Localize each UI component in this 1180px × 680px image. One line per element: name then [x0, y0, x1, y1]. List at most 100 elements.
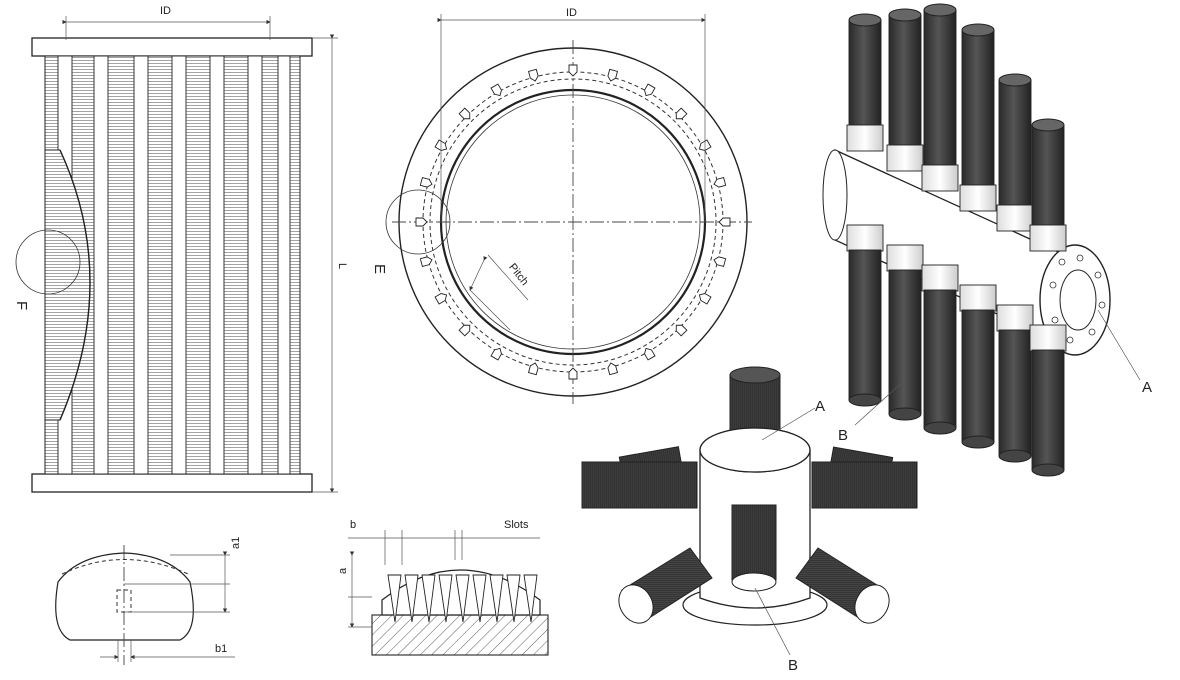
upper-lateral-tube: [848, 19, 882, 136]
upper-lateral-tube: [888, 14, 922, 156]
support-rod-marker: [607, 68, 619, 82]
support-rod-marker: [490, 347, 502, 361]
slots-label: Slots: [504, 519, 529, 531]
section-id-label: ID: [566, 7, 577, 19]
upper-lateral-collar: [921, 164, 959, 192]
slot-wires: [387, 574, 538, 623]
upper-lateral-tube: [998, 79, 1032, 216]
lower-lateral-collar: [886, 244, 924, 272]
a1-label: a1: [230, 537, 242, 549]
support-rod-marker: [434, 293, 448, 305]
wedge-wire: [523, 574, 538, 623]
b-label: b: [350, 519, 356, 531]
lower-lateral-tube: [888, 269, 922, 415]
length-label: L: [336, 263, 348, 269]
lower-lateral-collar: [959, 284, 997, 312]
upper-lateral-cap: [923, 3, 957, 17]
pitch-label: Pitch: [506, 261, 531, 288]
support-rod-marker: [419, 256, 433, 268]
upper-lateral-cap: [848, 13, 882, 27]
upper-lateral-cap: [998, 73, 1032, 87]
support-rod-marker: [644, 347, 656, 361]
wedge-wire: [404, 574, 419, 623]
hub-top-tube: [729, 374, 781, 436]
flange-bolt-holes: [1049, 254, 1106, 344]
upper-lateral-collar: [996, 204, 1034, 232]
support-rod-marker: [713, 256, 727, 268]
manifold-label-a: A: [1142, 379, 1152, 396]
side-id-label: ID: [160, 5, 171, 17]
support-rod-marker: [718, 217, 731, 227]
detail-e-label: E: [371, 264, 388, 274]
support-rod-marker: [698, 293, 712, 305]
upper-lateral-collar: [846, 124, 884, 152]
lower-lateral-tube: [998, 329, 1032, 457]
support-rod-marker: [527, 68, 539, 82]
detail-e-circle: [385, 189, 451, 255]
hub-label-b: B: [788, 657, 798, 674]
upper-lateral-cap: [961, 23, 995, 37]
lower-lateral-collar: [921, 264, 959, 292]
wedge-wire: [387, 574, 402, 623]
support-rod-marker: [415, 217, 428, 227]
support-rod-marker: [419, 176, 433, 188]
hub-front-tube: [731, 504, 777, 581]
lower-lateral-tube: [923, 289, 957, 429]
support-rod-marker: [675, 107, 688, 120]
hub-lateral-assembly: A B: [581, 366, 918, 674]
lower-lateral-collar: [996, 304, 1034, 332]
wedge-wire: [455, 574, 470, 623]
support-rod-marker: [458, 324, 471, 337]
lower-lateral-cap: [848, 393, 882, 407]
lateral-tubes: [846, 3, 1067, 477]
hub-left-arm: [581, 461, 698, 509]
wedge-wire: [506, 574, 521, 623]
detail-f-label: F: [13, 301, 30, 310]
upper-lateral-tube: [923, 9, 957, 176]
detail-rod-profile: a1 b1: [55, 537, 242, 665]
screen-side-view: F ID L: [13, 5, 348, 493]
upper-lateral-collar: [959, 184, 997, 212]
detail-slot-profile: a b Slots: [337, 519, 549, 656]
upper-lateral-tube: [1031, 124, 1065, 236]
upper-lateral-collar: [886, 144, 924, 172]
wedge-wire: [438, 574, 453, 623]
lower-lateral-cap: [888, 407, 922, 421]
support-rod-marker: [458, 107, 471, 120]
lower-lateral-cap: [923, 421, 957, 435]
hub-label-a: A: [815, 398, 825, 415]
upper-lateral-cap: [1031, 118, 1065, 132]
detail-f-circle: [15, 229, 81, 295]
bottom-end-plate: [31, 473, 313, 493]
lower-lateral-tube: [848, 249, 882, 401]
lower-lateral-collar: [1029, 324, 1067, 352]
support-rod-marker: [675, 324, 688, 337]
b1-label: b1: [215, 643, 227, 655]
manifold-label-b: B: [838, 427, 848, 444]
wedge-wire: [421, 574, 436, 623]
support-rod-markers: [415, 64, 731, 380]
lower-lateral-cap: [961, 435, 995, 449]
a-label: a: [337, 567, 349, 574]
support-rod-marker: [527, 362, 539, 376]
upper-lateral-collar: [1029, 224, 1067, 252]
support-rod-marker: [607, 362, 619, 376]
upper-lateral-tube: [961, 29, 995, 196]
lower-lateral-collar: [846, 224, 884, 252]
support-rod-marker: [568, 64, 578, 77]
header-manifold-assembly: A B: [822, 3, 1152, 477]
lower-lateral-tube: [1031, 349, 1065, 471]
hub-right-arm: [811, 461, 918, 509]
support-rod-marker: [490, 83, 502, 97]
lower-lateral-cap: [998, 449, 1032, 463]
support-rod-marker: [644, 83, 656, 97]
lower-lateral-cap: [1031, 463, 1065, 477]
screen-section-view: ID E Pitch: [371, 7, 752, 404]
wedge-wire: [489, 574, 504, 623]
support-rod-marker: [568, 367, 578, 380]
lower-lateral-tube: [961, 309, 995, 443]
support-rod-marker: [713, 176, 727, 188]
wedge-wire: [472, 574, 487, 623]
top-end-plate: [31, 37, 313, 57]
